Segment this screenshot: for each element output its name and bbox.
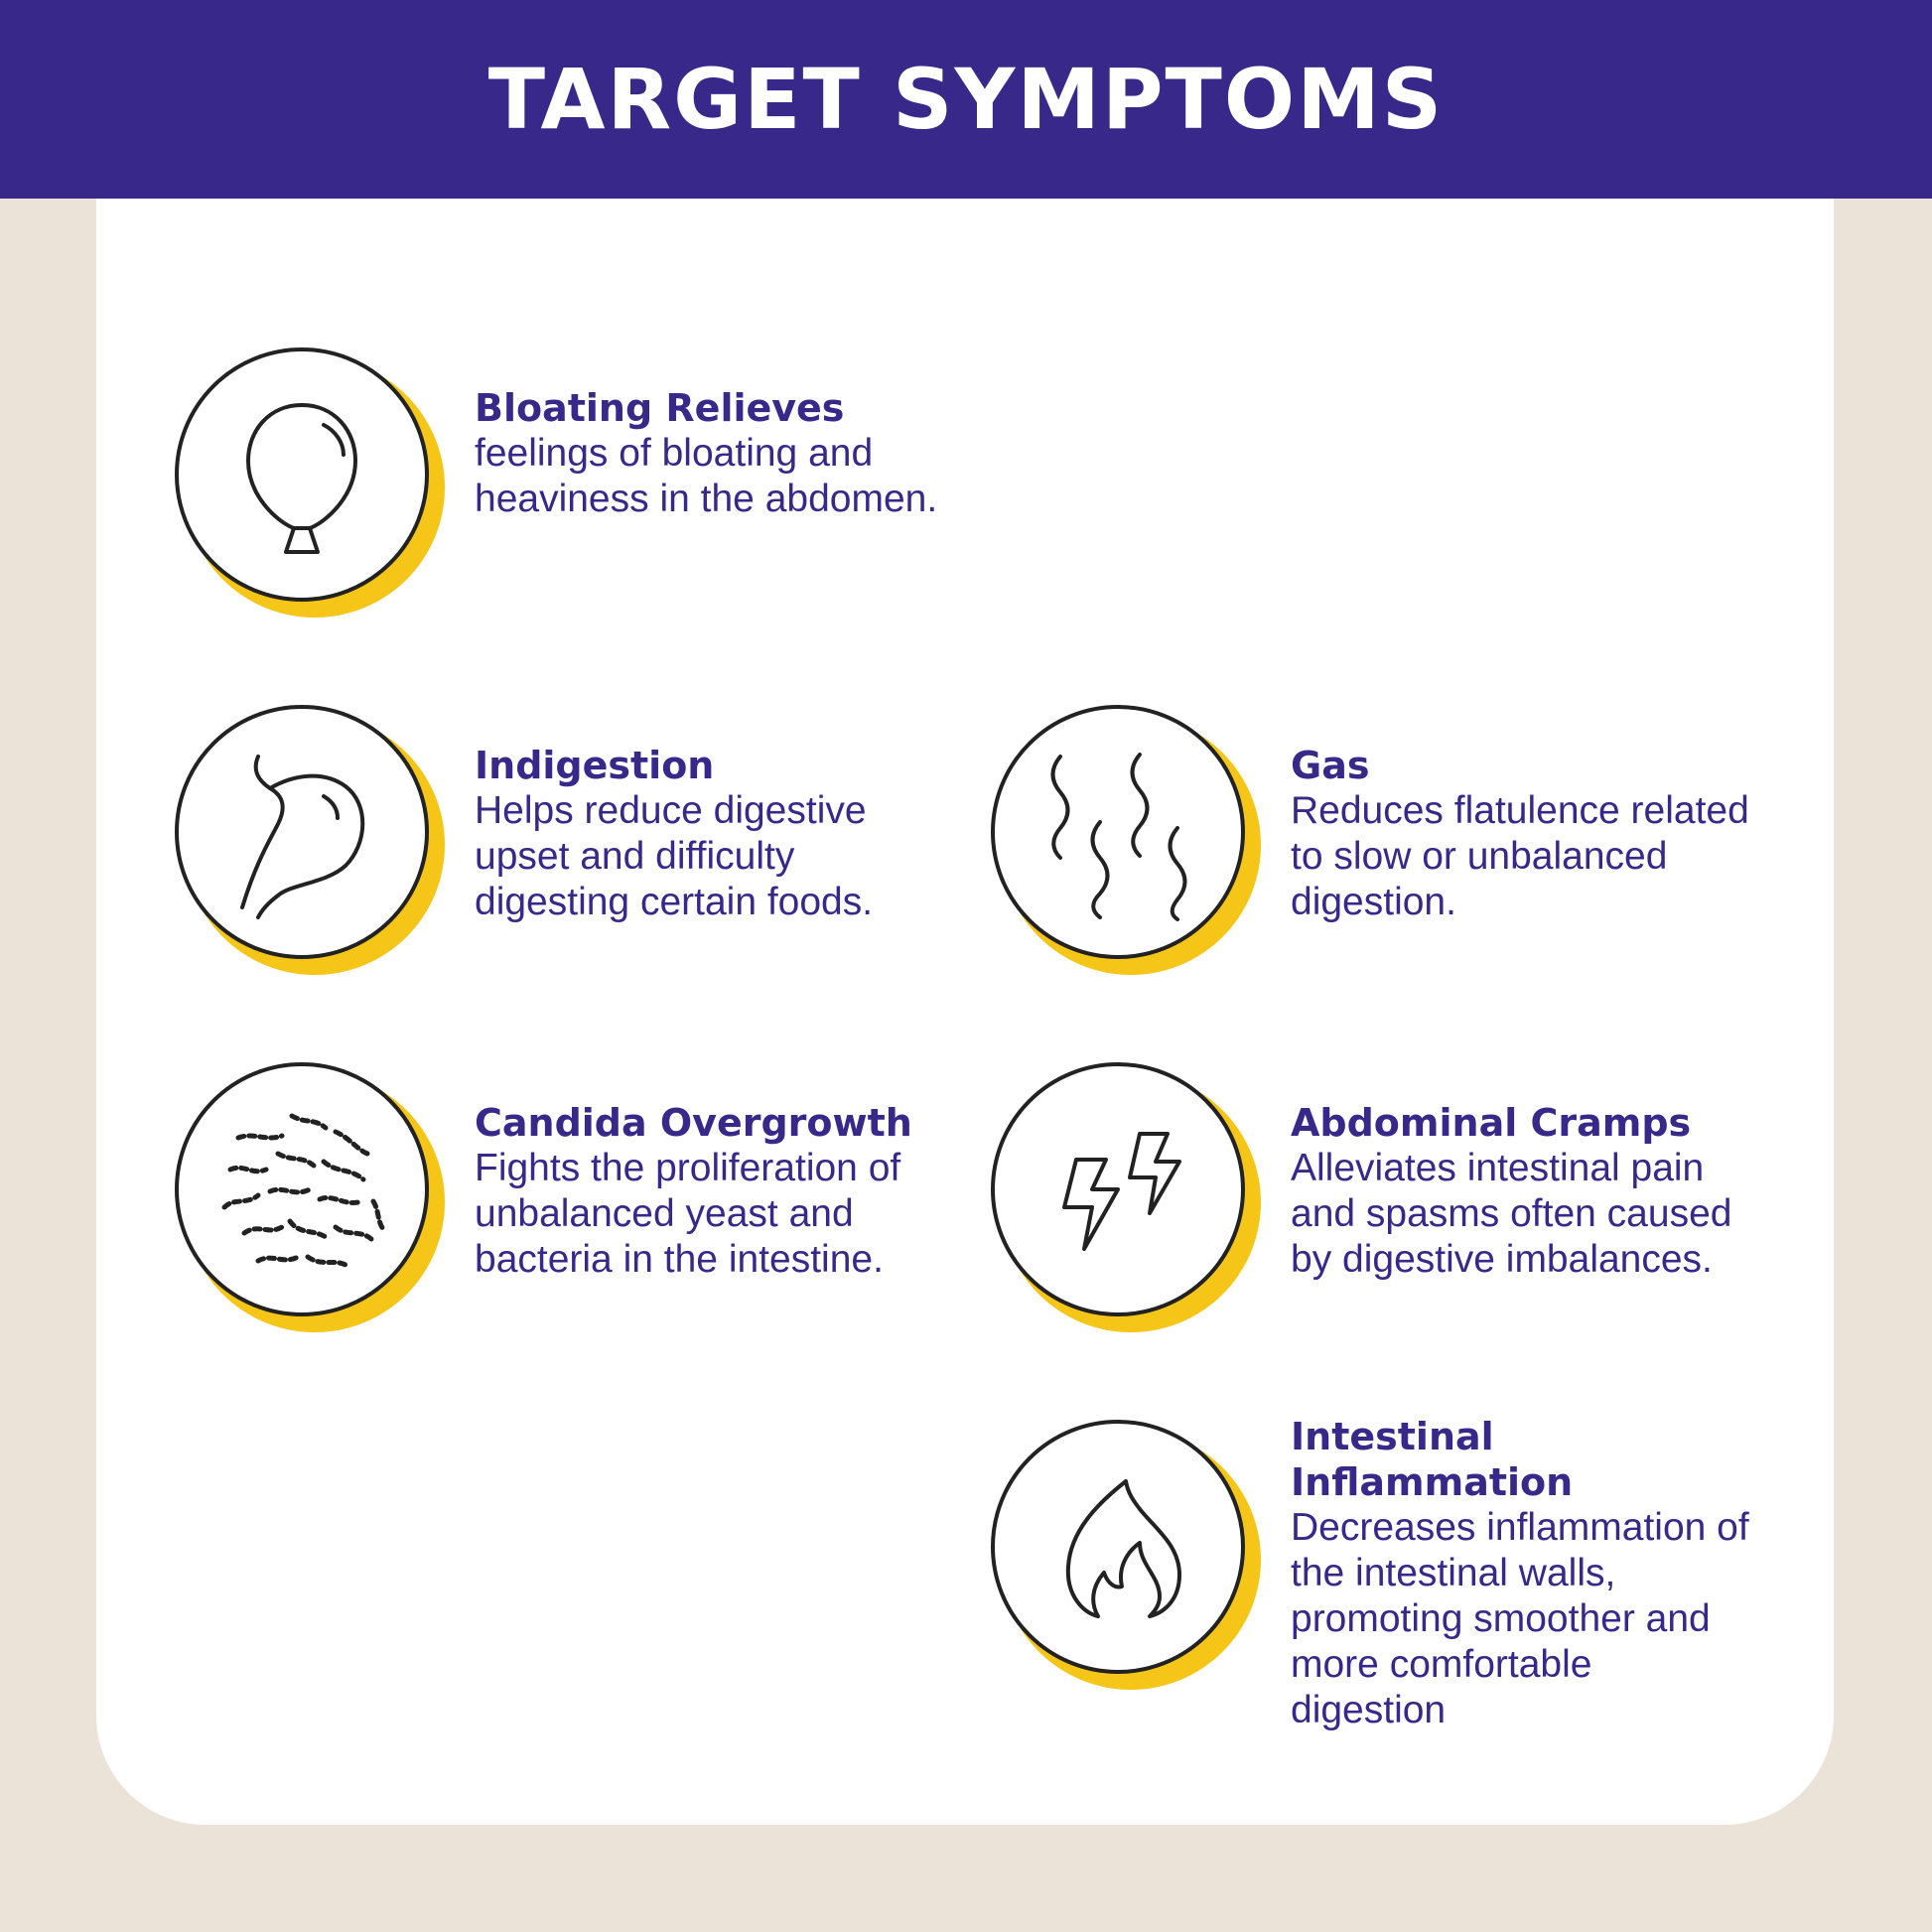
symptom-title: Gas xyxy=(1291,744,1370,787)
lightning-icon xyxy=(991,1062,1261,1332)
header-banner: TARGET SYMPTOMS xyxy=(0,0,1932,199)
balloon-icon xyxy=(175,347,445,618)
stomach-icon xyxy=(175,705,445,975)
gas-waves-icon xyxy=(991,705,1261,975)
bacteria-icon xyxy=(175,1062,445,1332)
symptom-description: Helps reduce digestive upset and difficu… xyxy=(475,789,874,923)
page-title: TARGET SYMPTOMS xyxy=(487,51,1445,148)
symptom-title: Bloating Relieves xyxy=(475,386,845,430)
symptom-title: Abdominal Cramps xyxy=(1291,1101,1692,1145)
symptom-description: Decreases inflammation of the intestinal… xyxy=(1291,1506,1749,1731)
symptom-title: Candida Overgrowth xyxy=(475,1101,912,1145)
symptom-description: Alleviates intestinal pain and spasms of… xyxy=(1291,1147,1732,1281)
symptom-description: Fights the proliferation of unbalanced y… xyxy=(475,1147,901,1281)
flame-icon xyxy=(991,1420,1261,1690)
symptom-title: Intestinal Inflammation xyxy=(1291,1415,1574,1504)
symptom-title: Indigestion xyxy=(475,744,715,787)
symptom-description: feelings of bloating and heaviness in th… xyxy=(475,432,938,520)
symptom-description: Reduces flatulence related to slow or un… xyxy=(1291,789,1749,923)
